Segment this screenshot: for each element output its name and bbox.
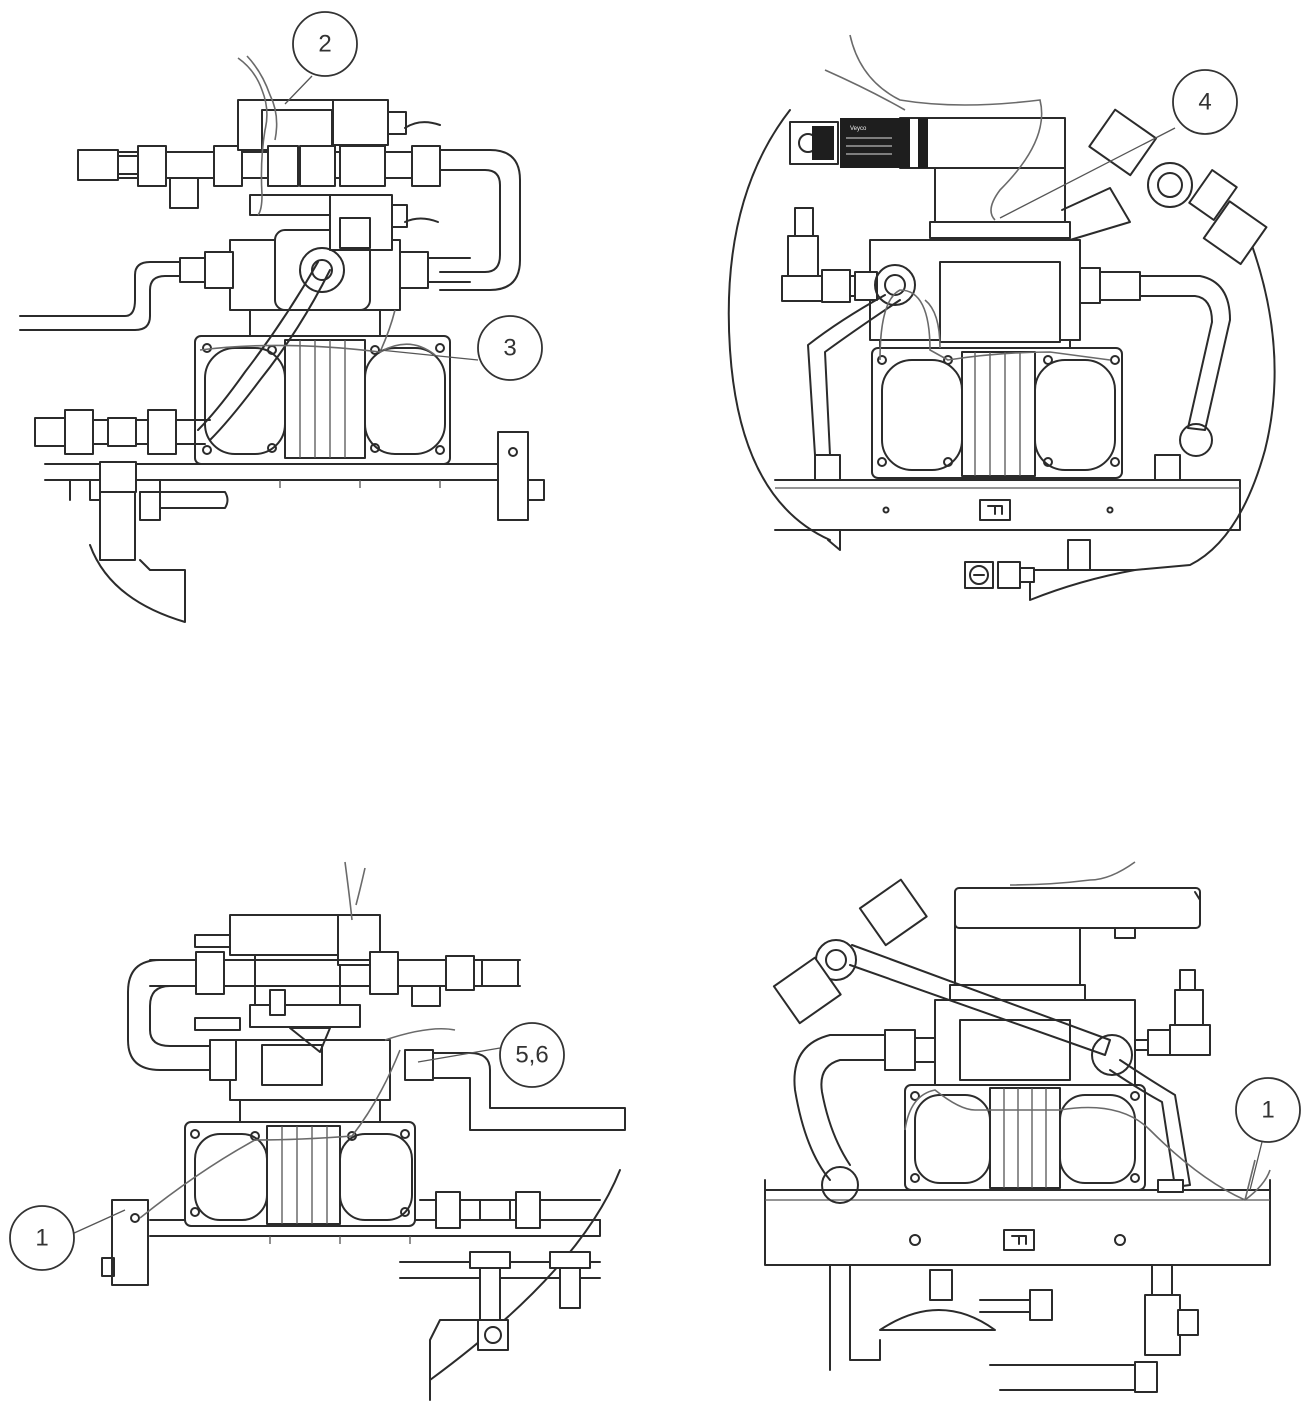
callout-label: 1 xyxy=(35,1225,48,1252)
callout-label: 4 xyxy=(1198,89,1211,116)
callout-circle xyxy=(1172,69,1238,135)
view-top-right: Veyco xyxy=(727,34,1276,601)
valve-label-brand: Veyco xyxy=(850,126,867,132)
callout-circle xyxy=(477,315,543,381)
callout-circle xyxy=(499,1022,565,1088)
callout-circle xyxy=(292,11,358,77)
view-bottom-right: 1 xyxy=(764,861,1301,1393)
view-bottom-left: 5,6 1 xyxy=(9,861,626,1401)
callout-label: 5,6 xyxy=(515,1042,548,1069)
callout-label: 2 xyxy=(318,31,331,58)
callout-circle xyxy=(9,1205,75,1271)
callout-label: 3 xyxy=(503,335,516,362)
callout-label: 1 xyxy=(1261,1097,1274,1124)
callout-circle xyxy=(1235,1077,1301,1143)
view-top-left: 2 3 xyxy=(19,11,545,623)
